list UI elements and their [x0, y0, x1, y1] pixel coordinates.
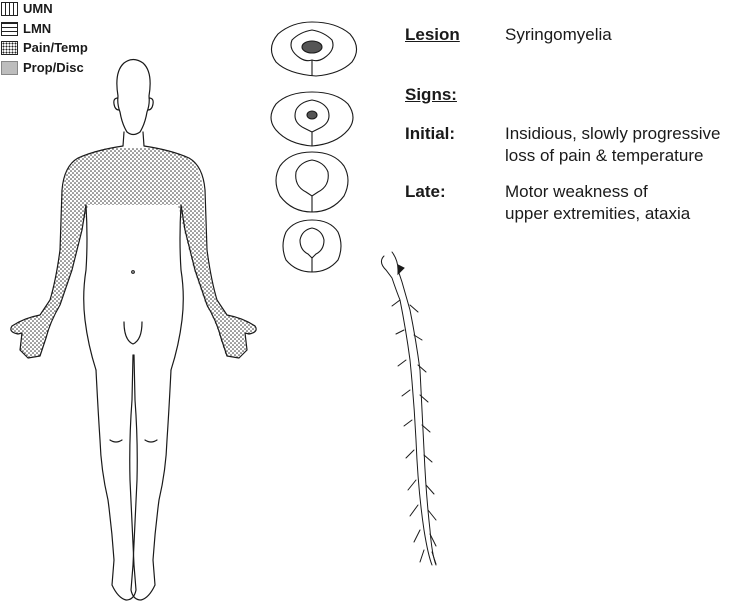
spinal-cord-section-icon	[275, 151, 349, 213]
pain-temp-region	[10, 148, 256, 358]
legend-item-umn: UMN	[0, 1, 120, 17]
spinal-cord-section-icon	[270, 91, 354, 147]
signs-heading: Signs:	[405, 85, 457, 104]
umn-swatch-icon	[1, 2, 18, 16]
spinal-cord-section-icon	[270, 21, 358, 77]
initial-line-1: Insidious, slowly progressive	[505, 124, 721, 143]
spinal-cord-sections	[270, 21, 358, 273]
legend-label-prop: Prop/Disc	[23, 60, 84, 75]
human-body-figure-icon	[10, 58, 257, 601]
initial-label: Initial:	[405, 124, 456, 143]
legend-item-pain: Pain/Temp	[0, 40, 120, 56]
legend-label-pain: Pain/Temp	[23, 40, 88, 55]
late-line-1: Motor weakness of	[505, 182, 648, 201]
pain-temp-swatch-icon	[1, 41, 18, 55]
late-line-2: upper extremities, ataxia	[505, 204, 691, 223]
prop-disc-swatch-icon	[1, 61, 18, 75]
legend-item-prop: Prop/Disc	[0, 60, 120, 76]
body-outline	[10, 58, 257, 601]
lesion-heading: Lesion	[405, 25, 460, 44]
late-label: Late:	[405, 182, 446, 201]
spinal-cord-longitudinal-icon	[380, 251, 437, 566]
legend-label-lmn: LMN	[23, 21, 52, 36]
legend-label-umn: UMN	[23, 1, 53, 16]
legend-item-lmn: LMN	[0, 21, 120, 37]
lesion-value: Syringomyelia	[505, 25, 612, 44]
spinal-cord-section-icon	[282, 219, 342, 273]
lmn-swatch-icon	[1, 22, 18, 36]
initial-line-2: loss of pain & temperature	[505, 146, 704, 165]
